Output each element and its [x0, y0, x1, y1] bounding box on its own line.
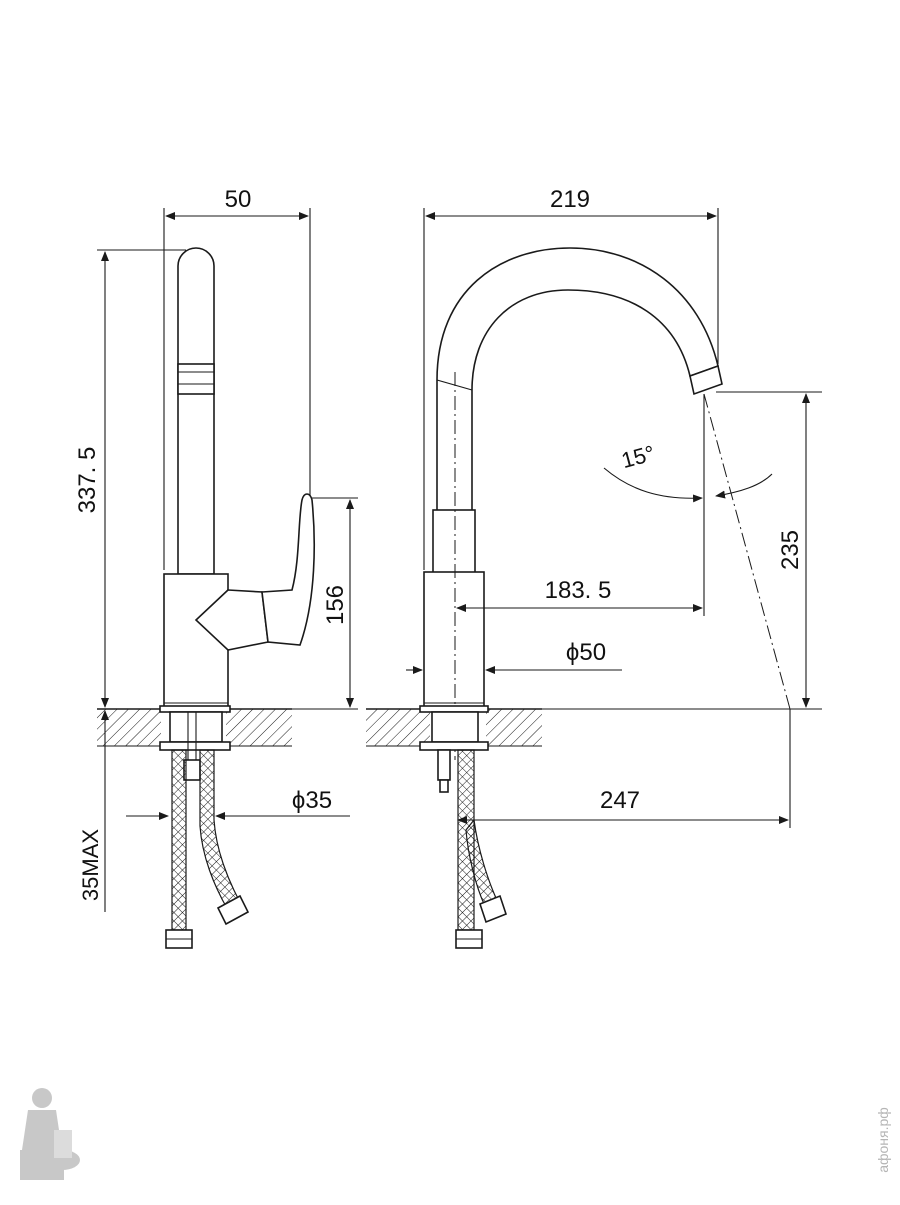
- side-view: 50 337. 5 156 35MAX ϕ35: [74, 186, 358, 949]
- side-mount-washer: [159, 741, 231, 751]
- dim-235-label: 235: [777, 530, 804, 570]
- side-hose-fitting-b: [216, 894, 250, 926]
- angle-15-label: 15°: [619, 440, 658, 473]
- dim-219-label: 219: [550, 186, 590, 213]
- countertop-left-b: [226, 709, 292, 746]
- side-hose-a: [171, 749, 187, 931]
- front-gooseneck: [436, 247, 719, 575]
- front-aerator: [689, 364, 723, 396]
- front-mount-stud: [431, 711, 479, 743]
- dim-phi35-label: ϕ35: [292, 787, 332, 814]
- countertop-right-b: [486, 709, 542, 746]
- dim-50-label: 50: [225, 186, 252, 213]
- countertop-left-a: [97, 709, 161, 746]
- water-jet-line: [703, 393, 791, 710]
- dim-phi50-label: ϕ50: [566, 639, 606, 666]
- front-body: [423, 571, 485, 710]
- countertop-right-a: [366, 709, 430, 746]
- side-body: [163, 573, 229, 710]
- side-hose-b: [199, 749, 241, 911]
- dim-35max-label: 35MAX: [78, 829, 103, 901]
- front-view: 219 235 183. 5 ϕ50 15° 247: [366, 186, 822, 949]
- dim-337-label: 337. 5: [74, 447, 101, 514]
- front-lower-tube: [432, 509, 476, 575]
- dim-183-label: 183. 5: [545, 577, 612, 604]
- watermark-mascot-icon: [20, 1088, 80, 1180]
- side-aerator: [177, 363, 215, 395]
- front-nut: [437, 749, 451, 781]
- front-hose-fitting-b: [479, 894, 507, 924]
- watermark-site-label: афоня.рф: [875, 1107, 891, 1173]
- dim-247-label: 247: [600, 787, 640, 814]
- side-lever: [261, 493, 316, 646]
- front-mount-washer: [419, 741, 489, 751]
- side-spout-tube: [177, 247, 215, 575]
- dim-156-label: 156: [322, 585, 349, 625]
